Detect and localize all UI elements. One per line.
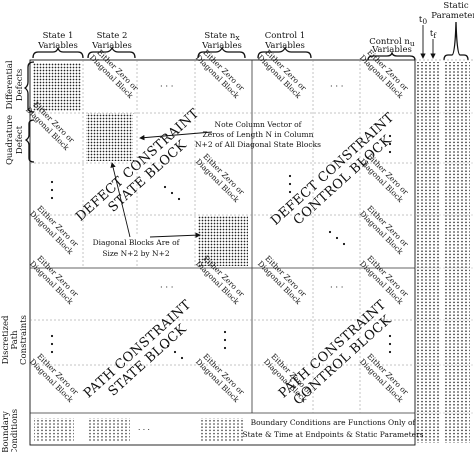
header-state2-line2: Variables bbox=[91, 41, 132, 51]
note-line2: Zeros of Length N in Column bbox=[203, 130, 314, 139]
ez-9: Either Zero or Diagonal Block bbox=[358, 204, 411, 257]
ez-12: Either Zero or Diagonal Block bbox=[256, 254, 309, 307]
ez-14: Either Zero or Diagonal Block bbox=[28, 352, 81, 405]
matrix-grid bbox=[29, 59, 474, 446]
column-headers: State 1 Variables State 2 Variables Stat… bbox=[37, 1, 474, 55]
ez-4: Either Zero or Diagonal Block bbox=[194, 152, 247, 205]
brace-control1 bbox=[257, 46, 312, 59]
header-t0: t0 bbox=[419, 15, 427, 26]
brace-state2 bbox=[87, 46, 136, 59]
label-path-state: PATH CONSTRAINT STATE BLOCK bbox=[81, 297, 194, 401]
time-static-columns bbox=[415, 62, 474, 443]
header-controln-line1: Control nu bbox=[369, 37, 415, 48]
diagonal-note-bg bbox=[85, 236, 187, 260]
diagonal-note-line1: Diagonal Blocks Are of bbox=[93, 238, 181, 247]
header-static-line2: Parameters bbox=[431, 11, 474, 21]
diag-block-1 bbox=[33, 63, 81, 111]
row-differential-line2: Defects bbox=[15, 69, 25, 102]
svg-text:PATH CONSTRAINT: PATH CONSTRAINT bbox=[276, 297, 389, 401]
zero-column-vector bbox=[133, 114, 136, 160]
column-braces bbox=[32, 21, 469, 61]
ellipsis-h-2: · · · bbox=[330, 82, 344, 92]
brace-state1 bbox=[32, 47, 84, 59]
header-static-line1: Static bbox=[443, 1, 468, 11]
label-path-control: PATH CONSTRAINT CONTROL BLOCK bbox=[276, 297, 395, 408]
outer-frame bbox=[29, 59, 416, 446]
row-quadrature-line2: Defect bbox=[15, 125, 25, 154]
brace-differential bbox=[23, 61, 35, 113]
diag-block-2 bbox=[86, 113, 135, 161]
ellipses: · · · · · · · · · · · · bbox=[50, 82, 392, 360]
diag-block-n bbox=[198, 216, 248, 266]
annotations: Note Column Vector of Zeros of Length N … bbox=[85, 120, 321, 260]
ellipsis-h-3: · · · bbox=[160, 283, 174, 293]
boundary-note-line1: Boundary Conditions are Functions Only o… bbox=[251, 418, 417, 427]
header-staten-line1: State nx bbox=[204, 31, 240, 42]
header-staten-line2: Variables bbox=[201, 41, 242, 51]
header-state1-line1: State 1 bbox=[43, 31, 74, 41]
row-braces bbox=[23, 61, 35, 163]
diagonal-note-line2: Size N+2 by N+2 bbox=[102, 249, 170, 258]
diagonal-arrow-2 bbox=[149, 232, 201, 238]
ez-1: Either Zero or Diagonal Block bbox=[88, 48, 141, 101]
dense-blocks bbox=[33, 63, 248, 266]
svg-text:PATH CONSTRAINT: PATH CONSTRAINT bbox=[81, 297, 194, 401]
ez-5: Either Zero or Diagonal Block bbox=[28, 204, 81, 257]
row-path-line2: Path bbox=[10, 330, 20, 350]
ez-17: Either Zero or Diagonal Block bbox=[358, 352, 411, 405]
boundary-row: · · · Boundary Conditions are Functions … bbox=[34, 418, 424, 442]
row-differential-line1: Differential bbox=[5, 60, 15, 109]
brace-quadrature bbox=[24, 119, 35, 163]
row-path-line1: Discretized bbox=[1, 315, 11, 364]
header-controln-line2: Variables bbox=[371, 45, 412, 55]
note-line1: Note Column Vector of bbox=[215, 120, 303, 129]
note-line3: N+2 of All Diagonal State Blocks bbox=[195, 140, 321, 149]
header-state2-line1: State 2 bbox=[97, 31, 128, 41]
header-tf: tf bbox=[430, 29, 437, 40]
ez-2: Either Zero or Diagonal Block bbox=[194, 48, 247, 101]
col-tf bbox=[429, 62, 439, 443]
header-state1-line2: Variables bbox=[37, 41, 78, 51]
header-control1-line1: Control 1 bbox=[265, 31, 306, 41]
ellipsis-h-1: · · · bbox=[160, 82, 174, 92]
row-headers: Differential Defects Quadrature Defect D… bbox=[1, 60, 29, 452]
col-static bbox=[444, 62, 470, 443]
boundary-note-line2: State & Time at Endpoints & Static Param… bbox=[243, 430, 424, 439]
col-t0 bbox=[417, 62, 427, 443]
ez-15: Either Zero or Diagonal Block bbox=[194, 352, 247, 405]
brace-staten bbox=[197, 46, 246, 59]
row-path-line3: Constraints bbox=[19, 315, 29, 365]
header-control1-line2: Variables bbox=[264, 41, 305, 51]
ez-13: Either Zero or Diagonal Block bbox=[358, 254, 411, 307]
diagonal-arrow-1 bbox=[110, 162, 131, 238]
brace-controln bbox=[367, 50, 416, 61]
row-quadrature-line1: Quadrature bbox=[5, 115, 15, 165]
row-boundary-line1: Boundary bbox=[1, 411, 11, 452]
ez-10: Either Zero or Diagonal Block bbox=[28, 254, 81, 307]
row-boundary-line2: Conditions bbox=[10, 409, 20, 452]
ez-6: Either Zero or Diagonal Block bbox=[256, 48, 309, 101]
ellipsis-h-4: · · · bbox=[330, 283, 344, 293]
brace-static bbox=[443, 21, 469, 61]
boundary-ellipsis: · · · bbox=[138, 425, 150, 434]
note-arrow bbox=[139, 131, 213, 141]
